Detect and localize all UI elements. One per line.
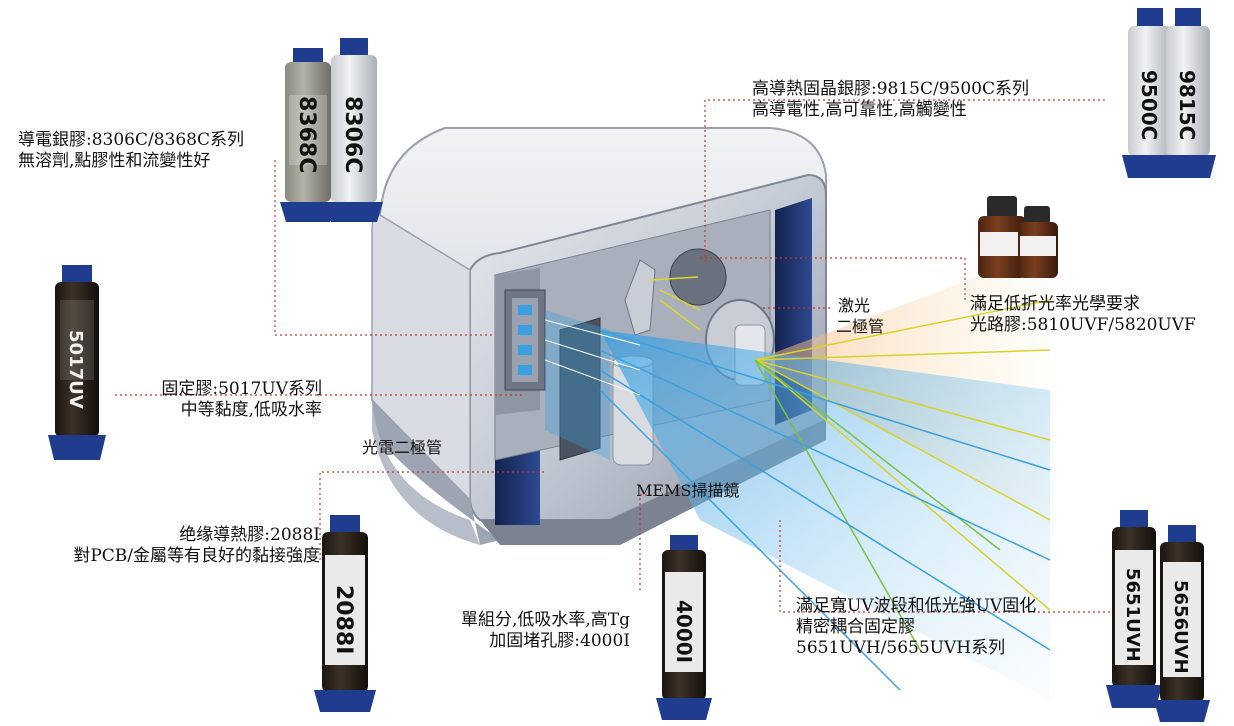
- callout-optical-line2: 光路膠:5810UVF/5820UVF: [970, 315, 1196, 335]
- callout-reinforce-line2: 加固堵孔膠:4000I: [489, 631, 630, 651]
- syringe-8306c-label: 8306C: [340, 96, 365, 173]
- callout-coupling-line2: 精密耦合固定膠: [796, 617, 915, 637]
- callout-die-attach-line1: 高導熱固晶銀膠:9815C/9500C系列: [752, 79, 1029, 99]
- syringe-5017uv: 5017UV: [48, 265, 106, 460]
- mems-mirror-label: MEMS掃描鏡: [636, 481, 740, 500]
- syringe-5656uvh-label: 5656UVH: [1170, 580, 1191, 674]
- callout-coupling: 滿足寬UV波段和低光強UV固化 精密耦合固定膠 5651UVH/5655UVH系…: [796, 596, 1036, 659]
- callout-die-attach: 高導熱固晶銀膠:9815C/9500C系列 高導電性,高可靠性,高觸變性: [752, 79, 1029, 121]
- callout-coupling-line1: 滿足寬UV波段和低光強UV固化: [796, 596, 1037, 616]
- syringe-5656uvh: 5656UVH: [1154, 525, 1210, 722]
- photodiode-array: [504, 289, 546, 391]
- syringe-9815c-label: 9815C: [1175, 70, 1199, 140]
- syringe-4000i-label: 4000I: [672, 600, 696, 663]
- syringe-9500c-label: 9500C: [1137, 70, 1161, 140]
- callout-die-attach-line2: 高導電性,高可靠性,高觸變性: [752, 100, 967, 120]
- syringe-9815c: 9815C: [1160, 8, 1216, 178]
- syringe-8368c: 8368C: [280, 48, 336, 222]
- laser-diode-label: 激光 二極管: [836, 295, 884, 337]
- callout-silver-paste-line1: 導電銀膠:8306C/8368C系列: [18, 130, 244, 150]
- callout-reinforce: 單組分,低吸水率,高Tg 加固堵孔膠:4000I: [385, 610, 630, 652]
- laser-beams: [544, 250, 1051, 700]
- syringe-5651uvh-label: 5651UVH: [1122, 568, 1143, 662]
- syringe-4000i: 4000I: [656, 535, 712, 720]
- bottles-optical: [978, 196, 1058, 278]
- callout-reinforce-line1: 單組分,低吸水率,高Tg: [460, 610, 630, 630]
- callout-insulating: 绝缘導熱膠:2088I 對PCB/金屬等有良好的黏接強度: [10, 525, 320, 567]
- callout-optical: 滿足低折光率光學要求 光路膠:5810UVF/5820UVF: [970, 294, 1196, 336]
- callout-silver-paste: 導電銀膠:8306C/8368C系列 無溶劑,點膠性和流變性好: [18, 130, 244, 172]
- syringe-9500c: 9500C: [1122, 8, 1178, 178]
- laser-diode-label-line2: 二極管: [836, 317, 885, 336]
- callout-insulating-line1: 绝缘導熱膠:2088I: [179, 525, 320, 545]
- callout-fixing: 固定膠:5017UV系列 中等黏度,低吸水率: [110, 379, 322, 421]
- callout-silver-paste-line2: 無溶劑,點膠性和流變性好: [18, 151, 211, 171]
- callout-coupling-line3: 5651UVH/5655UVH系列: [796, 638, 1006, 658]
- leader-lines: [115, 99, 1110, 613]
- photodiode-label: 光電二極管: [362, 438, 443, 457]
- syringe-8368c-label: 8368C: [294, 96, 319, 173]
- callout-fixing-line2: 中等黏度,低吸水率: [180, 400, 322, 420]
- callout-insulating-line2: 對PCB/金屬等有良好的黏接強度: [73, 546, 320, 566]
- callout-optical-line1: 滿足低折光率光學要求: [970, 294, 1140, 314]
- syringe-8306c: 8306C: [325, 38, 383, 222]
- syringe-2088i-label: 2088I: [331, 585, 356, 654]
- lens-block: [559, 317, 601, 461]
- syringe-5017uv-label: 5017UV: [65, 330, 86, 409]
- syringe-5651uvh: 5651UVH: [1106, 510, 1162, 708]
- laser-diode-label-line1: 激光: [838, 296, 871, 315]
- syringe-2088i: 2088I: [314, 515, 376, 712]
- callout-fixing-line1: 固定膠:5017UV系列: [161, 379, 322, 399]
